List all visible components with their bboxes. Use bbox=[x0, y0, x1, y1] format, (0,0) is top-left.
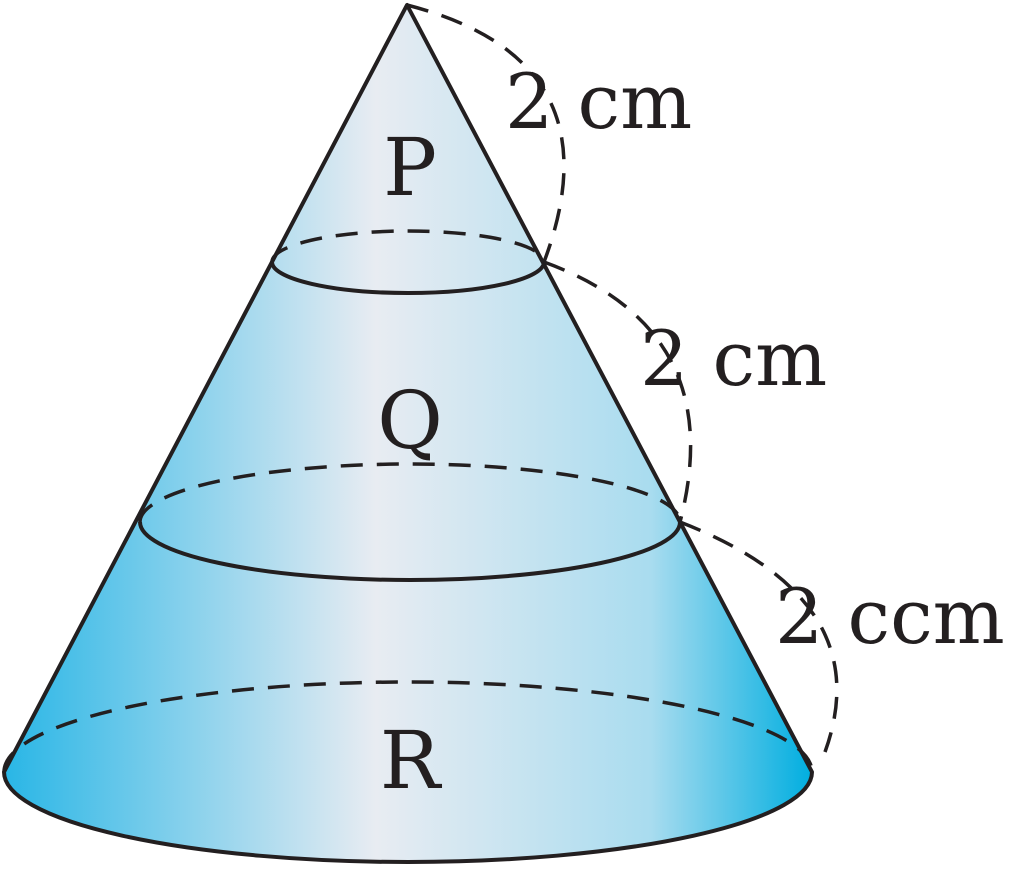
dimension-arc-middle bbox=[543, 260, 693, 523]
cone-body bbox=[2, 3, 814, 864]
section-line-upper-front bbox=[270, 261, 546, 295]
dimension-label-top: 2 cm bbox=[505, 57, 692, 146]
section-line-upper-back bbox=[270, 229, 546, 263]
dimension-arc-bottom bbox=[679, 520, 839, 753]
dimension-arc-top bbox=[406, 3, 566, 263]
part-label-p: P bbox=[383, 121, 437, 214]
dimension-label-bottom: 2 ccm bbox=[775, 572, 1005, 661]
part-label-q: Q bbox=[377, 374, 443, 467]
section-line-lower-back bbox=[138, 462, 682, 523]
dimension-label-middle: 2 cm bbox=[640, 314, 827, 403]
part-label-r: R bbox=[380, 714, 443, 807]
section-line-lower-front bbox=[138, 521, 682, 582]
